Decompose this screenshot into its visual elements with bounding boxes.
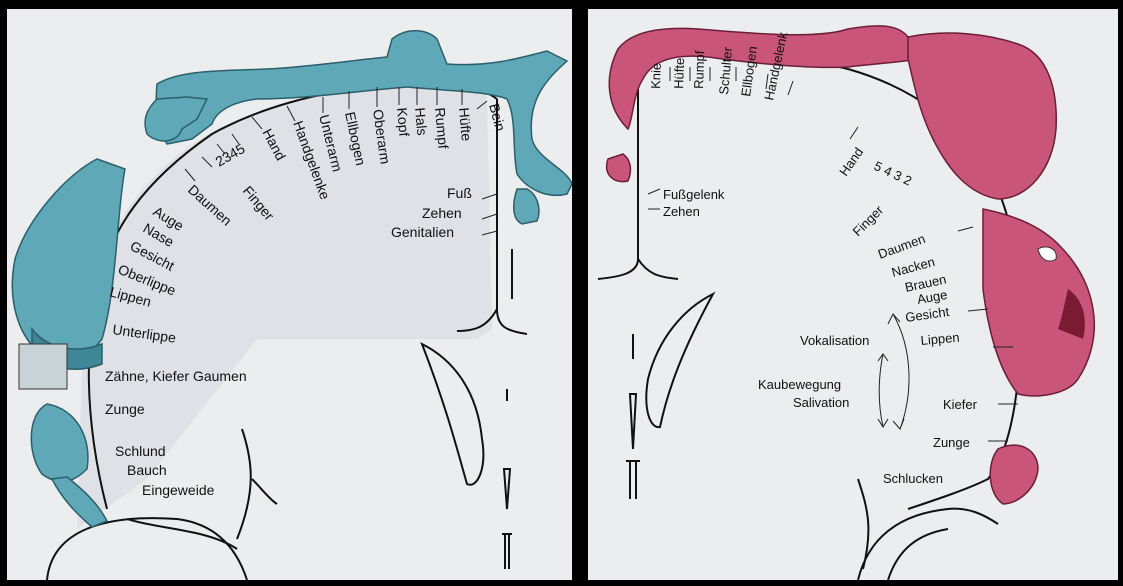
label-huefte: Hüfte <box>671 58 687 90</box>
label-kiefer: Kiefer <box>943 397 978 412</box>
label-vokalisation: Vokalisation <box>800 333 869 348</box>
label-salivation: Salivation <box>793 395 849 410</box>
label-zaehne: Zähne, Kiefer Gaumen <box>105 368 247 384</box>
label-finger-numbers: 5 4 3 2 <box>872 158 914 188</box>
homunculus-foot <box>607 154 631 182</box>
motor-homunculus-diagram: Knie Hüfte Rumpf Schulter Ellbogen Handg… <box>588 9 1118 580</box>
bottom-lobe <box>858 479 998 580</box>
right-fissure <box>502 249 512 569</box>
label-bauch: Bauch <box>127 462 167 478</box>
label-schlund: Schlund <box>115 443 166 459</box>
homunculus-tongue <box>31 404 88 482</box>
label-schulter: Schulter <box>716 46 735 95</box>
label-gesicht: Gesicht <box>904 304 950 325</box>
homunculus-hand <box>908 33 1056 199</box>
label-knie: Knie <box>648 63 664 90</box>
label-genitalien: Genitalien <box>391 224 454 240</box>
label-eingeweide: Eingeweide <box>142 482 215 498</box>
label-hand: Hand <box>836 145 866 179</box>
bottom-lobe <box>47 518 247 580</box>
jaw-teeth-icon <box>19 344 67 389</box>
label-hals: Hals <box>412 107 430 136</box>
label-rumpf: Rumpf <box>691 50 707 89</box>
label-huefte: Hüfte <box>456 107 475 142</box>
label-fussgelenk: Fußgelenk <box>663 187 725 202</box>
motor-homunculus-panel: Knie Hüfte Rumpf Schulter Ellbogen Handg… <box>588 9 1118 580</box>
arrow-up-down-2 <box>878 354 888 427</box>
sensory-homunculus-diagram: Bein Hüfte Rumpf Hals Kopf Oberarm Ellbo… <box>7 9 572 580</box>
ventricle <box>646 294 713 427</box>
motor-homunculus-figure <box>607 26 1095 504</box>
label-lippen: Lippen <box>920 330 960 348</box>
label-kopf: Kopf <box>394 107 412 137</box>
label-zehen: Zehen <box>663 204 700 219</box>
label-fuss: Fuß <box>447 185 472 201</box>
homunculus-tongue <box>990 445 1038 504</box>
fissure-marks <box>626 334 640 499</box>
ventricle <box>422 344 483 485</box>
label-zunge: Zunge <box>105 401 145 417</box>
label-kaubewegung: Kaubewegung <box>758 377 841 392</box>
label-bein: Bein <box>486 102 509 133</box>
label-schlucken: Schlucken <box>883 471 943 486</box>
homunculus-foot <box>514 189 539 224</box>
sensory-homunculus-panel: Bein Hüfte Rumpf Hals Kopf Oberarm Ellbo… <box>7 9 572 580</box>
sulcus-1 <box>237 429 277 539</box>
arrow-up-down <box>888 314 909 429</box>
label-zunge: Zunge <box>933 435 970 450</box>
label-zehen: Zehen <box>422 205 462 221</box>
label-finger: Finger <box>850 202 887 239</box>
